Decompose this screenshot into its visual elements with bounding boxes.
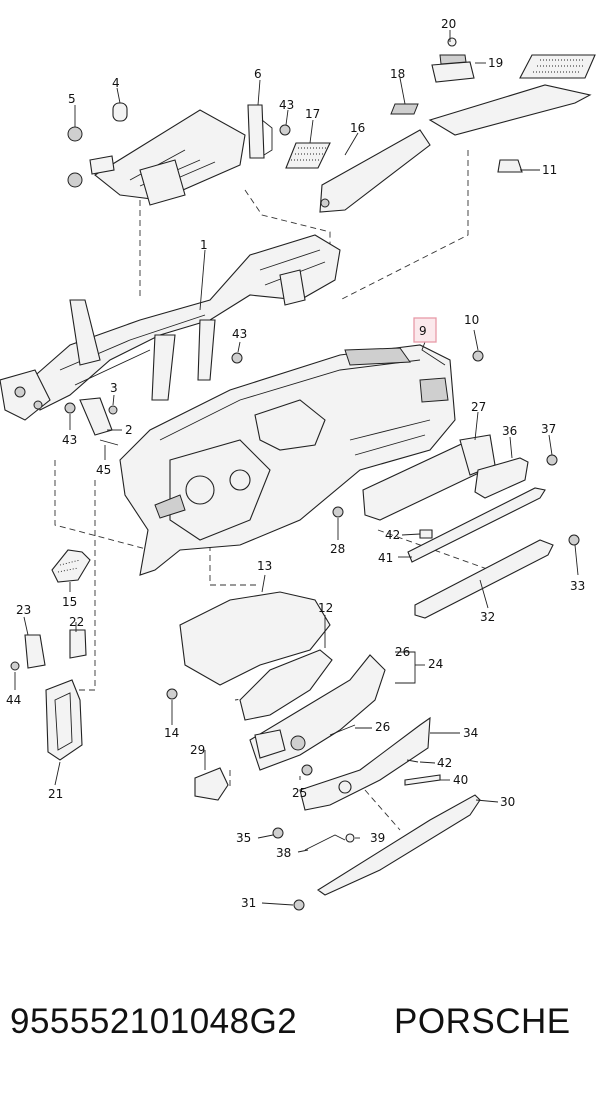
exploded-parts-diagram: 20 19 18 17 16 11 6 43 4 5 1 9 10 43 3 2…	[0, 17, 596, 911]
dashboard-panel	[119, 344, 456, 576]
callout-25: 25	[292, 786, 307, 800]
callout-labels: 20 19 18 17 16 11 6 43 4 5 1 9 10 43 3 2…	[6, 17, 585, 910]
callout-29: 29	[190, 743, 205, 757]
callout-42: 42	[385, 528, 400, 542]
callout-21: 21	[48, 787, 63, 801]
callout-32: 32	[480, 610, 495, 624]
callout-16: 16	[350, 121, 365, 135]
callout-1: 1	[200, 238, 208, 252]
callout-2: 2	[125, 423, 133, 437]
callout-28: 28	[330, 542, 345, 556]
highlight-box-9	[413, 317, 437, 343]
callout-35: 35	[236, 831, 251, 845]
callout-22: 22	[69, 615, 84, 629]
callout-5: 5	[68, 92, 76, 106]
glovebox-assembly	[166, 591, 481, 911]
callout-27: 27	[471, 400, 486, 414]
callout-40: 40	[453, 773, 468, 787]
callout-30: 30	[500, 795, 515, 809]
callout-23: 23	[16, 603, 31, 617]
left-lower-parts	[10, 549, 91, 761]
callout-26: 26	[395, 645, 410, 659]
callout-13: 13	[257, 559, 272, 573]
callout-17: 17	[305, 107, 320, 121]
callout-38: 38	[276, 846, 291, 860]
callout-45: 45	[96, 463, 111, 477]
callout-4: 4	[112, 76, 120, 90]
callout-43: 43	[279, 98, 294, 112]
callout-6: 6	[254, 67, 262, 81]
callout-11: 11	[542, 163, 557, 177]
callout-42: 42	[437, 756, 452, 770]
callout-43: 43	[232, 327, 247, 341]
brand-name: PORSCHE	[394, 1002, 571, 1041]
callout-39: 39	[370, 831, 385, 845]
callout-3: 3	[110, 381, 118, 395]
callout-41: 41	[378, 551, 393, 565]
upper-cover-assembly	[67, 37, 596, 213]
callout-34: 34	[463, 726, 478, 740]
callout-43: 43	[62, 433, 77, 447]
callout-44: 44	[6, 693, 21, 707]
callout-33: 33	[570, 579, 585, 593]
callout-10: 10	[464, 313, 479, 327]
right-trim-parts	[332, 350, 580, 619]
callout-12: 12	[318, 601, 333, 615]
callout-14: 14	[164, 726, 179, 740]
callout-31: 31	[241, 896, 256, 910]
callout-37: 37	[541, 422, 556, 436]
leader-lines	[14, 30, 579, 906]
callout-9: 9	[419, 324, 427, 338]
callout-24: 24	[428, 657, 443, 671]
part-number: 955552101048G2	[10, 1002, 298, 1041]
callout-18: 18	[390, 67, 405, 81]
callout-19: 19	[488, 56, 503, 70]
callout-36: 36	[502, 424, 517, 438]
cross-car-beam	[0, 234, 341, 446]
callout-26: 26	[375, 720, 390, 734]
callout-20: 20	[441, 17, 456, 31]
callout-15: 15	[62, 595, 77, 609]
